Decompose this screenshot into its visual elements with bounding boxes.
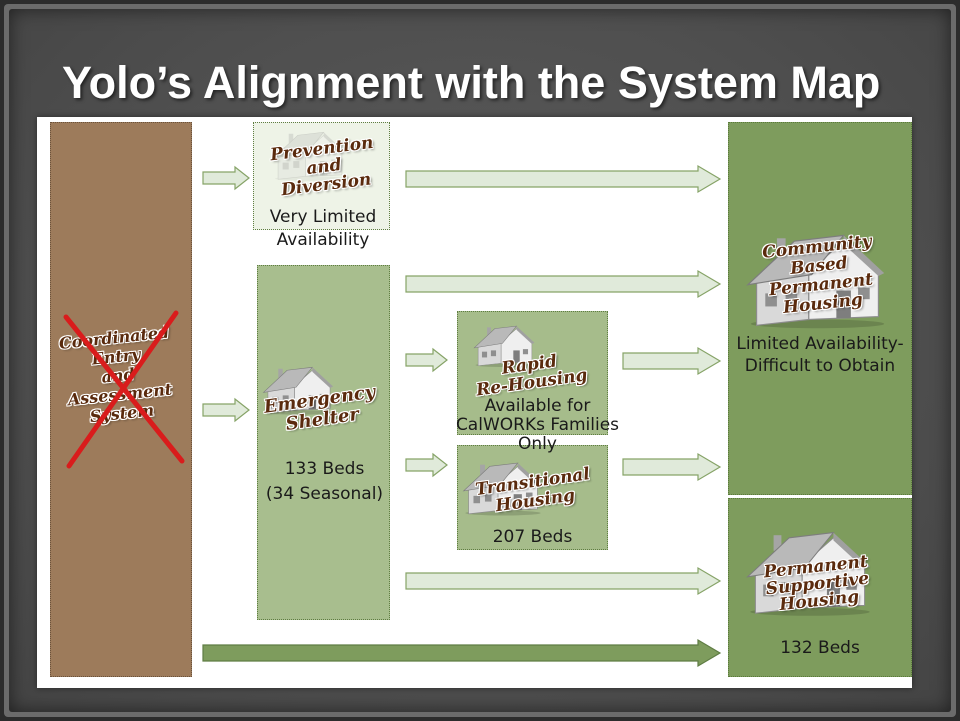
- note-line: (34 Seasonal): [265, 484, 384, 504]
- note-prevention-diversion: Very Limited Availability: [253, 206, 393, 252]
- label-coordinated-entry: Coordinated Entry and Assessment System: [43, 321, 192, 430]
- note-line: Difficult to Obtain: [744, 356, 896, 376]
- note-line: 207 Beds: [492, 527, 573, 547]
- label-community-permanent-housing: Community Based Permanent Housing: [741, 230, 898, 321]
- note-rapid-rehousing: Available for CalWORKs Families Only: [452, 397, 623, 454]
- note-emergency-shelter: 133 Beds (34 Seasonal): [257, 457, 392, 507]
- slide-title: Yolo’s Alignment with the System Map: [62, 57, 881, 108]
- box-emergency-shelter: [257, 265, 390, 620]
- note-line: Availability: [276, 230, 370, 250]
- note-line: Only: [518, 434, 557, 454]
- note-line: 133 Beds: [284, 459, 365, 479]
- note-line: Very Limited: [269, 207, 377, 227]
- note-community-permanent-housing: Limited Availability- Difficult to Obtai…: [728, 333, 912, 377]
- note-transitional-housing: 207 Beds: [457, 527, 608, 547]
- note-line: 132 Beds: [780, 638, 860, 658]
- note-line: Available for: [484, 396, 591, 416]
- note-line: Limited Availability-: [736, 334, 904, 354]
- note-line: CalWORKs Families: [455, 415, 620, 435]
- note-permanent-supportive-housing: 132 Beds: [728, 638, 912, 658]
